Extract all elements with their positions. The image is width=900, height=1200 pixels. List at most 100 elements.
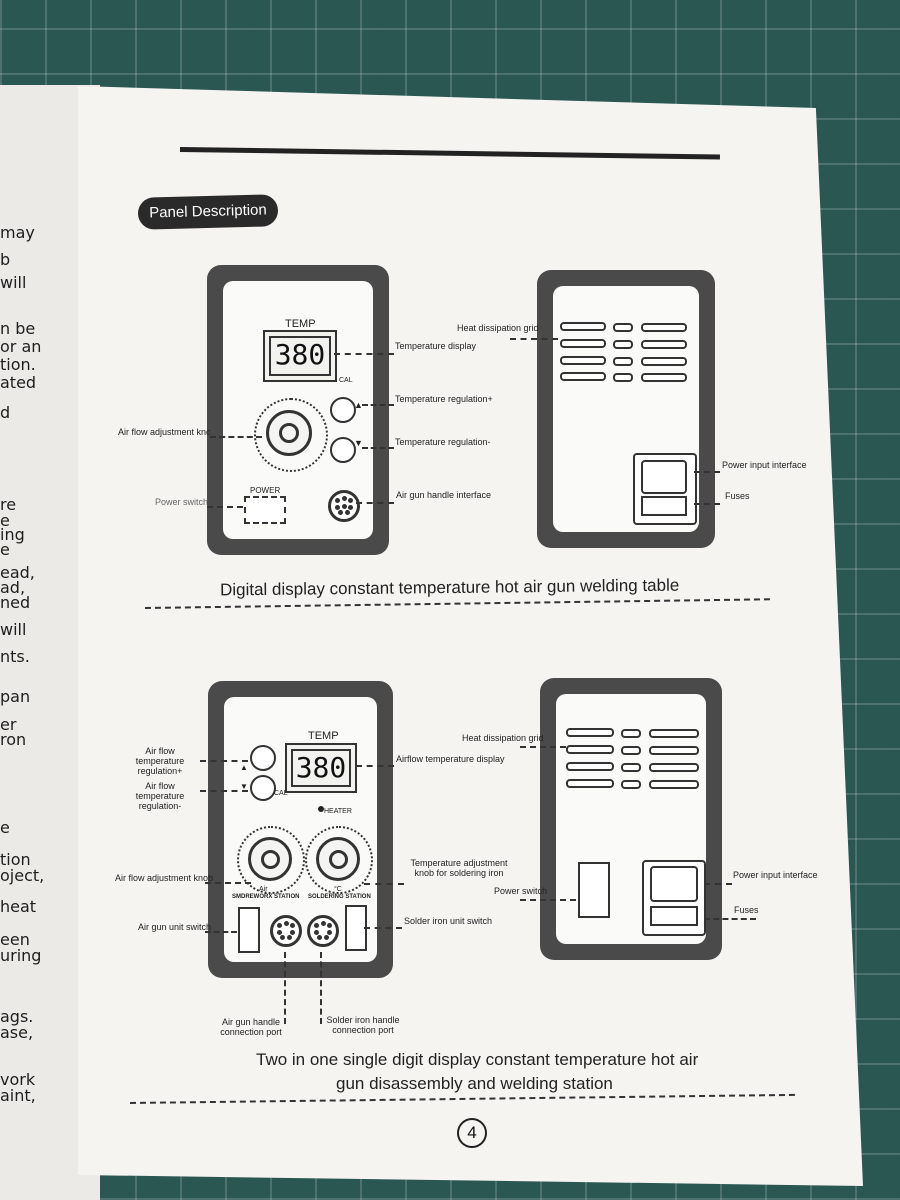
manual-page	[78, 86, 863, 1186]
d2-leader-heat-grid	[520, 746, 566, 748]
left-page-fragment: or an	[0, 337, 42, 356]
d2-callout-heat-grid: Heat dissipation grid	[462, 733, 544, 743]
d1-up-arrow-icon: ▲	[354, 400, 363, 410]
left-page-fragment: aint,	[0, 1086, 36, 1105]
d1-vent	[560, 372, 606, 381]
left-page-fragment: oject,	[0, 866, 45, 885]
d1-callout-power-switch: Power switch	[155, 497, 207, 507]
d2-leader-air-up	[200, 760, 248, 762]
left-page-fragment: er	[0, 715, 17, 734]
d1-leader-temp-up	[362, 404, 394, 406]
left-page-fragment: tion	[0, 850, 31, 869]
d1-callout-air-flow-knob: Air flow adjustment knob	[118, 427, 210, 437]
d2-caption-line2: gun disassembly and welding station	[336, 1074, 613, 1093]
d2-vent	[649, 729, 699, 738]
d1-air-flow-knob[interactable]	[266, 410, 312, 456]
d2-heater-indicator	[318, 806, 324, 812]
left-page-fragment: will	[0, 273, 27, 292]
d2-vent	[566, 779, 614, 788]
d1-iec-socket	[641, 460, 687, 494]
d1-knob-scale	[254, 398, 328, 472]
d2-vent	[566, 728, 614, 737]
d2-callout-air-gun-port: Air gun handle connection port	[220, 1017, 282, 1037]
d1-vent	[613, 340, 633, 349]
d2-leader-air-knob	[205, 882, 251, 884]
left-page-fragment: b	[0, 250, 11, 269]
d2-leader-fuses	[704, 918, 756, 920]
d1-leader-air-gun	[356, 502, 394, 504]
d1-temp-label: TEMP	[285, 318, 316, 330]
d2-air-label: Air	[259, 886, 268, 893]
left-page-fragment: may	[0, 223, 35, 242]
d1-power-switch[interactable]	[244, 496, 286, 524]
d2-up-arrow-icon: ▲	[240, 763, 248, 772]
left-page-fragment: ead,	[0, 563, 35, 582]
d1-callout-power-input: Power input interface	[722, 460, 807, 470]
left-page-fragment: een	[0, 930, 30, 949]
d2-vent	[566, 745, 614, 754]
left-page-fragment: will	[0, 620, 27, 639]
left-page-fragment: ron	[0, 730, 27, 749]
d1-vent	[613, 323, 633, 332]
d2-callout-solder-port: Solder iron handle connection port	[326, 1015, 400, 1035]
d1-vent	[560, 356, 606, 365]
d1-vent	[613, 357, 633, 366]
d1-leader-heat-grid	[510, 338, 558, 340]
left-page-fragment: ing	[0, 525, 25, 544]
d1-temperature-display: 380	[263, 330, 337, 382]
left-page-fragment: ags.	[0, 1007, 34, 1026]
d2-leader-power-switch	[520, 899, 576, 901]
d2-callout-solder-switch: Solder iron unit switch	[404, 916, 493, 926]
d2-display-value: 380	[291, 749, 351, 787]
d2-leader-air-port	[284, 952, 286, 1024]
d2-heater-label: HEATER	[324, 808, 352, 815]
left-page-fragment: heat	[0, 897, 37, 916]
d2-vent	[621, 746, 641, 755]
d2-solder-knob-scale	[305, 826, 373, 894]
d2-callout-power-input: Power input interface	[733, 870, 818, 880]
d1-leader-power	[207, 506, 243, 508]
left-page-fragment: ated	[0, 373, 37, 392]
d2-callout-air-temp-down: Air flow temperature regulation-	[135, 781, 185, 811]
d2-leader-air-down	[200, 790, 248, 792]
left-page-fragment: tion.	[0, 355, 36, 374]
d2-solder-temp-knob[interactable]	[316, 837, 360, 881]
d1-leader-display	[334, 353, 394, 355]
d1-callout-heat-grid: Heat dissipation grid	[457, 323, 539, 333]
d2-station-left: SMDREWORX STATION	[232, 894, 300, 900]
d2-leader-air-switch	[205, 931, 237, 933]
left-page-fragment: pan	[0, 687, 31, 706]
d2-temp-label: TEMP	[308, 730, 339, 742]
page-number: 4	[457, 1118, 487, 1148]
d2-cal-label: CAL	[274, 790, 288, 797]
d1-callout-fuses: Fuses	[725, 491, 750, 501]
d1-vent	[613, 373, 633, 382]
left-page-fragment: re	[0, 495, 17, 514]
d2-power-switch[interactable]	[578, 862, 610, 918]
d2-air-temp-down-button[interactable]	[250, 775, 276, 801]
d2-vent	[621, 763, 641, 772]
d2-air-flow-knob[interactable]	[248, 837, 292, 881]
d1-vent	[641, 373, 687, 382]
d2-iec-socket	[650, 866, 698, 902]
left-page-fragment: ned	[0, 593, 31, 612]
d2-solder-port	[307, 915, 339, 947]
d2-leader-temp-knob	[364, 883, 404, 885]
d2-station-right: SOLDERING STATION	[308, 894, 371, 900]
left-page-fragment: nts.	[0, 647, 30, 666]
d1-temp-up-button[interactable]	[330, 397, 356, 423]
d2-callout-air-flow-knob: Air flow adjustment knob	[115, 873, 214, 883]
d2-air-gun-switch[interactable]	[238, 907, 260, 953]
d1-temp-down-button[interactable]	[330, 437, 356, 463]
d1-fuse-holder	[641, 496, 687, 516]
left-page-fragment: uring	[0, 946, 42, 965]
d2-air-temp-up-button[interactable]	[250, 745, 276, 771]
d1-down-arrow-icon: ▼	[354, 438, 363, 448]
d1-vent	[560, 322, 606, 331]
left-page-fragment: e	[0, 540, 10, 559]
d1-vent	[560, 339, 606, 348]
d2-callout-power-switch: Power switch	[494, 886, 548, 896]
d1-vent	[641, 340, 687, 349]
d1-callout-temp-up: Temperature regulation+	[395, 394, 493, 404]
d1-callout-temperature-display: Temperature display	[395, 341, 477, 351]
